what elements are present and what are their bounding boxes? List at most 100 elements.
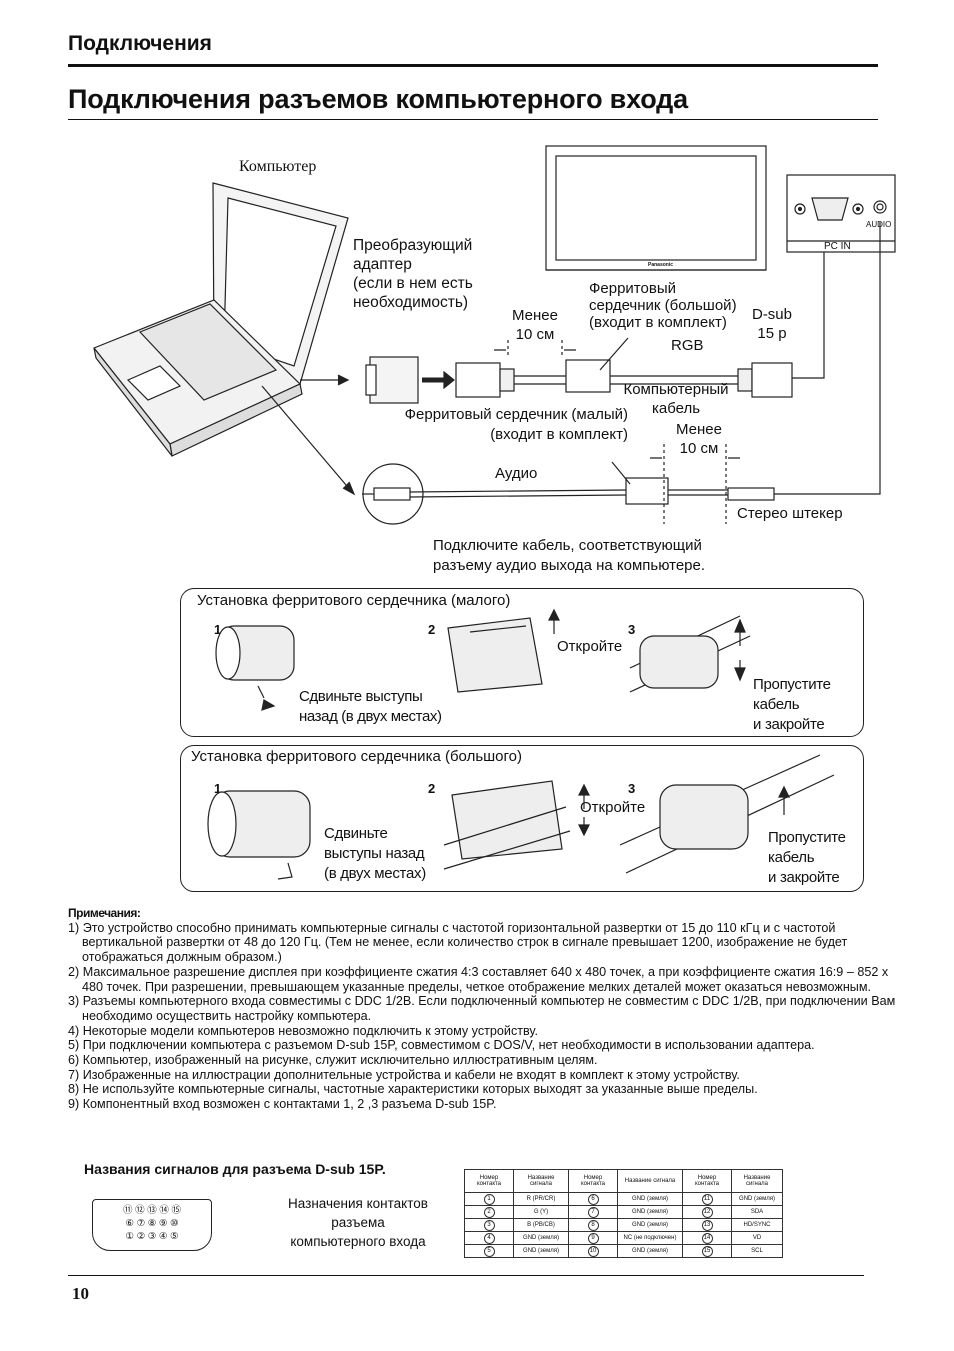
core-large-line: Ферритовый xyxy=(589,280,676,297)
header-rule xyxy=(68,64,878,67)
core-large-line: сердечник (большой) xyxy=(589,297,737,314)
pin-cell: 13 xyxy=(682,1218,732,1232)
display-illustration xyxy=(545,145,767,271)
install-large-core-panel xyxy=(180,745,864,892)
core-small-line: Ферритовый сердечник (малый) xyxy=(404,406,628,423)
signal-cell: GND (земля) xyxy=(617,1218,683,1232)
pin-number: 12 xyxy=(701,1206,713,1218)
distance-line: Менее xyxy=(512,307,558,324)
pin-number: 6 xyxy=(587,1193,599,1205)
pin-cell: 10 xyxy=(568,1244,618,1258)
column-header: Название сигнала xyxy=(731,1169,783,1193)
signal-cell: GND (земля) xyxy=(513,1244,569,1258)
signal-cell: GND (земля) xyxy=(617,1205,683,1219)
signal-cell: GND (земля) xyxy=(617,1244,683,1258)
pin-number: 14 xyxy=(701,1232,713,1244)
step-number: 1 xyxy=(214,781,222,796)
distance-line: Менее xyxy=(676,421,722,438)
signal-cell: GND (земля) xyxy=(513,1231,569,1245)
notes-section: Примечания: 1) Это устройство способно п… xyxy=(68,906,896,1112)
column-header: Название сигнала xyxy=(617,1169,683,1193)
page-title: Подключения разъемов компьютерного входа xyxy=(68,84,688,114)
pass-line: и закройте xyxy=(753,716,825,733)
pin-cell: 2 xyxy=(464,1205,514,1219)
pass-instruction: Пропустите кабель и закройте xyxy=(753,675,831,735)
open-instruction: Откройте xyxy=(557,638,623,655)
distance-label-audio: Менее 10 см xyxy=(668,420,730,458)
slide-instruction: Сдвиньте выступы назад (в двух местах) xyxy=(299,687,442,727)
slide-line: Сдвиньте xyxy=(324,825,388,842)
pins-caption-line: компьютерного входа xyxy=(290,1234,426,1249)
pass-line: Пропустите xyxy=(753,676,831,693)
audio-note-line: разъему аудио выхода на компьютере. xyxy=(433,557,706,574)
adapter-line: (если в нем есть xyxy=(353,275,473,292)
audio-port-label: AUDIO xyxy=(866,220,892,229)
pass-line: кабель xyxy=(753,696,800,713)
pin-number: 13 xyxy=(701,1219,713,1231)
pass-instruction: Пропустите кабель и закройте xyxy=(768,828,846,888)
signal-cell: R (PR/CR) xyxy=(513,1192,569,1206)
pin-number: 3 xyxy=(483,1219,495,1231)
table-row: 1 R (PR/CR) 6 GND (земля) 11 GND (земля) xyxy=(464,1192,783,1206)
adapter-line: необходимость) xyxy=(353,294,469,311)
pin-cell: 1 xyxy=(464,1192,514,1206)
connector-row: ① ② ③ ④ ⑤ xyxy=(125,1231,179,1242)
footer-rule xyxy=(68,1275,864,1276)
pin-cell: 8 xyxy=(568,1218,618,1232)
pc-in-panel xyxy=(786,174,896,253)
core-small-line: (входит в комплект) xyxy=(490,426,628,443)
pin-cell: 4 xyxy=(464,1231,514,1245)
install-small-title: Установка ферритового сердечника (малого… xyxy=(197,592,511,609)
pc-cable-line: кабель xyxy=(651,400,701,417)
step-number: 3 xyxy=(628,781,636,796)
column-header: Номер контакта xyxy=(464,1169,514,1193)
note-item: 5) При подключении компьютера с разъемом… xyxy=(68,1038,815,1053)
signal-cell: B (PB/CB) xyxy=(513,1218,569,1232)
pin-cell: 14 xyxy=(682,1231,732,1245)
pin-cell: 6 xyxy=(568,1192,618,1206)
note-item: 2) Максимальное разрешение дисплея при к… xyxy=(68,964,889,994)
stereo-plug-label: Стерео штекер xyxy=(737,505,843,522)
connection-diagram xyxy=(93,145,896,525)
pin-number: 11 xyxy=(701,1193,713,1205)
pins-caption-line: разъема xyxy=(331,1215,385,1230)
step-number: 2 xyxy=(428,781,436,796)
pass-line: кабель xyxy=(768,849,815,866)
connector-row: ⑪ ⑫ ⑬ ⑭ ⑮ xyxy=(122,1205,182,1216)
signal-cell: GND (земля) xyxy=(617,1192,683,1206)
pin-number: 2 xyxy=(483,1206,495,1218)
pin-number: 10 xyxy=(587,1245,599,1257)
note-item: 6) Компьютер, изображенный на рисунке, с… xyxy=(68,1053,598,1068)
page-number: 10 xyxy=(72,1284,89,1303)
open-instruction: Откройте xyxy=(580,799,646,816)
note-item: 4) Некоторые модели компьютеров невозмож… xyxy=(68,1023,538,1038)
pin-number: 4 xyxy=(483,1232,495,1244)
table-row: 4 GND (земля) 9 NC (не подключен) 14 VD xyxy=(464,1231,783,1245)
pins-caption: Назначения контактов разъема компьютерно… xyxy=(268,1194,448,1251)
distance-line: 10 см xyxy=(515,326,555,343)
distance-line: 10 см xyxy=(679,440,719,457)
large-core-illustration xyxy=(207,754,835,880)
pin-number: 5 xyxy=(483,1245,495,1257)
column-header: Название сигнала xyxy=(513,1169,569,1193)
note-item: 8) Не используйте компьютерные сигналы, … xyxy=(68,1082,758,1097)
note-item: 9) Компонентный вход возможен с контакта… xyxy=(68,1097,497,1112)
table-row: 3 B (PB/CB) 8 GND (земля) 13 HD/SYNC xyxy=(464,1218,783,1232)
brand-logo: Panasonic xyxy=(648,262,674,268)
small-core-illustration xyxy=(215,608,751,711)
pin-cell: 5 xyxy=(464,1244,514,1258)
pc-cable-label: Компьютерный кабель xyxy=(620,380,732,418)
notes-heading: Примечания: xyxy=(68,906,141,920)
pin-cell: 12 xyxy=(682,1205,732,1219)
table-row: 2 G (Y) 7 GND (земля) 12 SDA xyxy=(464,1205,783,1219)
pin-cell: 15 xyxy=(682,1244,732,1258)
audio-note-line: Подключите кабель, соответствующий xyxy=(433,537,702,554)
dsub-connector-diagram: ⑪ ⑫ ⑬ ⑭ ⑮ ⑥ ⑦ ⑧ ⑨ ⑩ ① ② ③ ④ ⑤ xyxy=(92,1199,212,1251)
signals-title: Названия сигналов для разъема D-sub 15P. xyxy=(84,1161,386,1177)
adapter-label: Преобразующий адаптер (если в нем есть н… xyxy=(353,236,473,312)
signal-cell: HD/SYNC xyxy=(731,1218,783,1232)
pin-cell: 9 xyxy=(568,1231,618,1245)
rgb-label: RGB xyxy=(671,337,704,354)
signal-cell: VD xyxy=(731,1231,783,1245)
column-header: Номер контакта xyxy=(568,1169,618,1193)
